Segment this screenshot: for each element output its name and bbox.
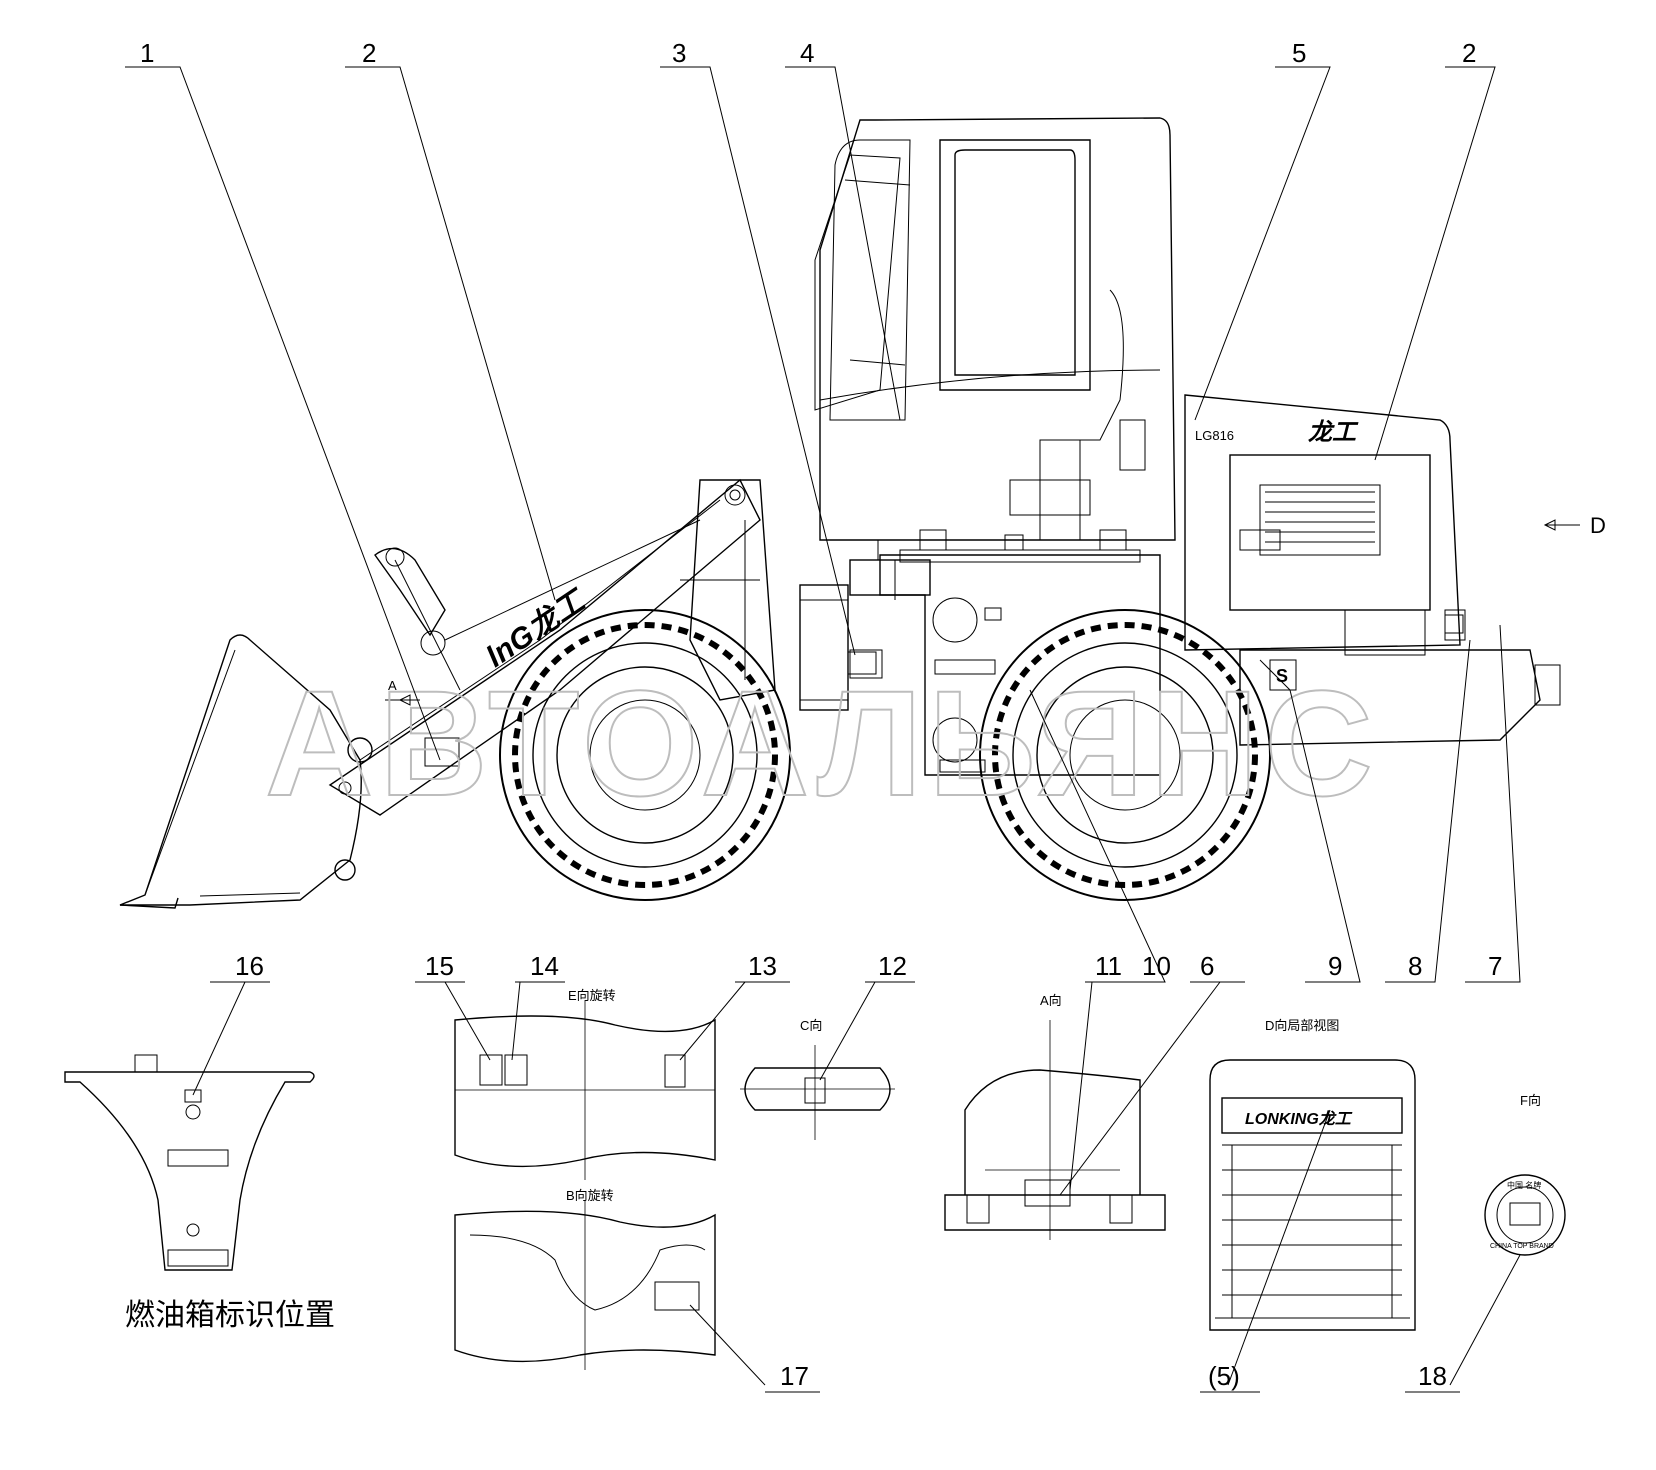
b-view-panel: [454, 1200, 766, 1386]
callout-numbers: 1 2 3 4 5 2 16 15 14 13 12 11 6 10 9 8 7…: [140, 38, 1502, 1391]
callout-15: 15: [425, 951, 454, 981]
front-tire: [499, 609, 791, 901]
rear-tire: [979, 609, 1271, 901]
callout-8: 8: [1408, 951, 1422, 981]
e-view-panel: [444, 981, 746, 1180]
a-view-label: A向: [1040, 993, 1062, 1008]
b-view-label: B向旋转: [566, 1188, 614, 1203]
callout-5-ref: (5): [1208, 1361, 1240, 1391]
model-decal: LG816: [1195, 428, 1234, 443]
watermark: АВТОАЛЬЯНС: [265, 659, 1379, 827]
d-view-grille: [1209, 1059, 1416, 1386]
seal-top-text: 中国 名牌: [1507, 1180, 1541, 1190]
callout-9: 9: [1328, 951, 1342, 981]
fuel-tank-caption: 燃油箱标识位置: [125, 1299, 335, 1332]
seal-bottom-text: CHINA TOP BRAND: [1490, 1243, 1554, 1250]
callout-17: 17: [780, 1361, 809, 1391]
boom-arm: [328, 478, 761, 881]
callout-12: 12: [878, 951, 907, 981]
callout-underlines: [210, 981, 1460, 1393]
callout-6: 6: [1200, 951, 1214, 981]
d-view-label: D向局部视图: [1265, 1018, 1339, 1033]
callout-4: 4: [800, 38, 814, 68]
f-view-label: F向: [1520, 1093, 1541, 1108]
a-view-rear: [944, 981, 1221, 1240]
hood-brand-decal: 龙工: [1308, 419, 1359, 446]
callout-18: 18: [1418, 1361, 1447, 1391]
rear-counterweight: [1239, 649, 1561, 746]
grille-brand-decal: LONKING龙工: [1245, 1110, 1353, 1128]
fuel-tank-view: [64, 981, 315, 1271]
c-view-label: C向: [800, 1018, 822, 1033]
tilt-link: [374, 484, 746, 691]
view-marker-d-label: D: [1590, 513, 1606, 538]
svg-text:S: S: [1276, 666, 1288, 686]
center-frame: [799, 554, 1161, 776]
callout-14: 14: [530, 951, 559, 981]
front-frame: [680, 479, 776, 701]
callout-10: 10: [1142, 951, 1171, 981]
callout-1: 1: [140, 38, 154, 68]
f-view-seal: [1449, 1174, 1566, 1386]
machine-decals: S: [424, 614, 1464, 767]
operator-cab: [814, 117, 1176, 600]
c-view-tank: [740, 981, 895, 1140]
callout-7: 7: [1488, 951, 1502, 981]
view-marker-a-label: A: [388, 678, 397, 693]
callout-16: 16: [235, 951, 264, 981]
view-marker-a: [385, 694, 420, 706]
callout-2b: 2: [1462, 38, 1476, 68]
callout-2: 2: [362, 38, 376, 68]
callout-3: 3: [672, 38, 686, 68]
leader-lines: [125, 66, 1521, 983]
callout-13: 13: [748, 951, 777, 981]
view-marker-d: [1543, 519, 1580, 531]
callout-5: 5: [1292, 38, 1306, 68]
e-view-label: E向旋转: [568, 988, 616, 1003]
callout-11: 11: [1095, 951, 1122, 981]
wheel-loader-side-view: lnG龙工: [119, 117, 1606, 909]
